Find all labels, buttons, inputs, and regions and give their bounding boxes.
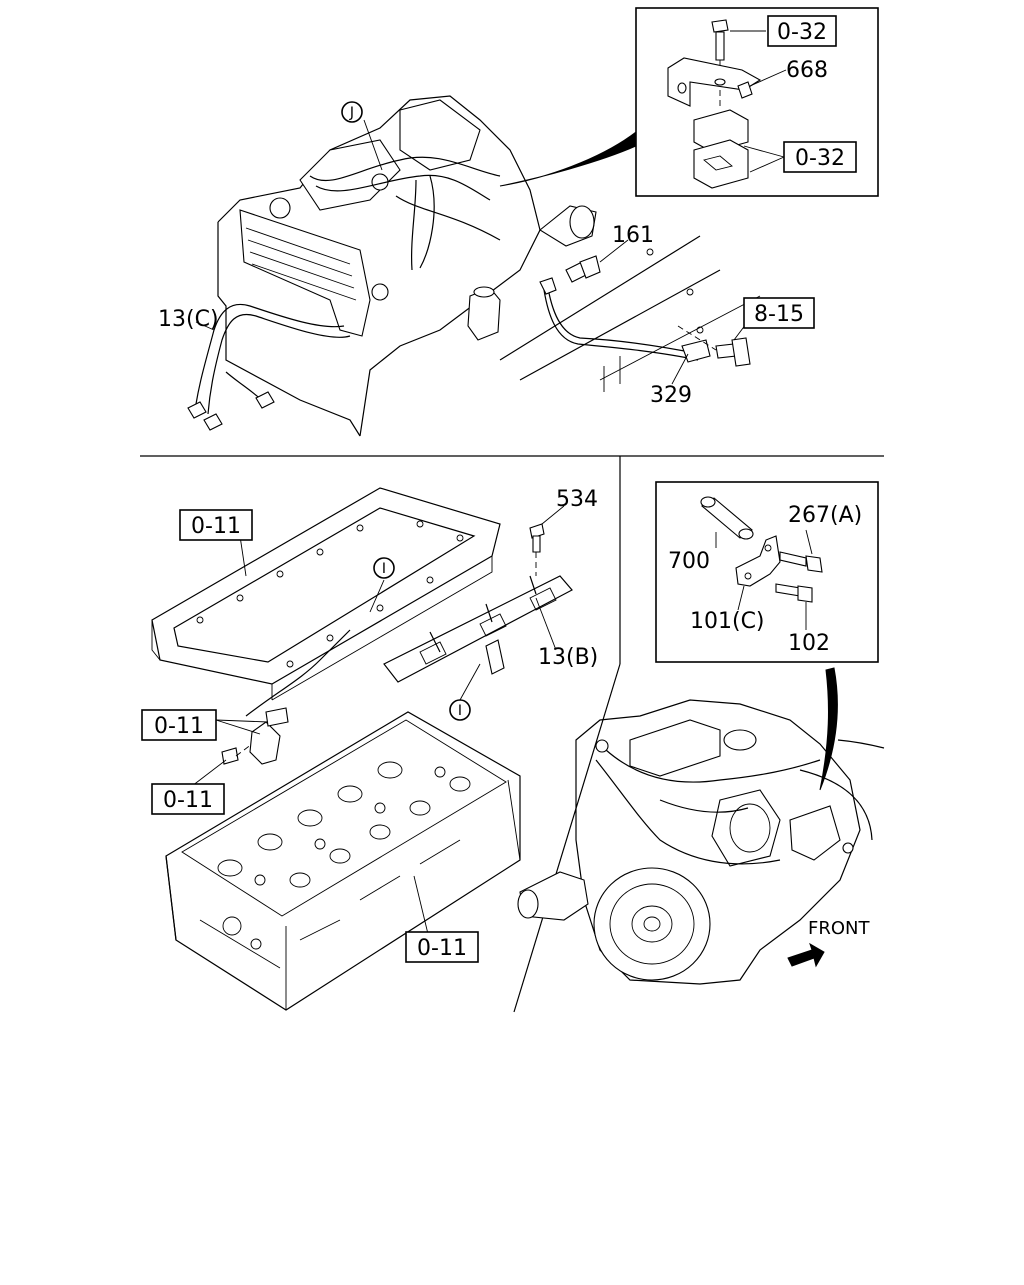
circle-ref-i-lower[interactable]: I xyxy=(449,699,471,721)
front-label: FRONT xyxy=(808,918,870,939)
circle-ref-j[interactable]: J xyxy=(341,101,363,123)
ref-label-0-11-head: 0-11 xyxy=(417,936,467,961)
bolt-161 xyxy=(565,255,601,283)
ref-box-0-11-head[interactable]: 0-11 xyxy=(405,931,479,963)
part-number-700: 700 xyxy=(668,549,710,574)
part-number-534: 534 xyxy=(556,487,598,512)
circle-ref-i-upper-label: I xyxy=(382,561,386,577)
ref-label-0-11-bolt: 0-11 xyxy=(163,788,213,813)
part-number-267a: 267(A) xyxy=(788,503,862,528)
ref-box-0-32-mid[interactable]: 0-32 xyxy=(783,141,857,173)
circle-ref-j-label: J xyxy=(349,105,354,121)
top-engine-illustration xyxy=(187,95,761,437)
part-number-101c: 101(C) xyxy=(690,609,765,634)
leader-lines xyxy=(191,30,813,935)
part-number-329: 329 xyxy=(650,383,692,408)
ref-label-0-11-gasket: 0-11 xyxy=(191,514,241,539)
vertical-divider-lower xyxy=(513,663,621,1013)
inset-spacer-detail xyxy=(655,481,879,663)
front-engine-illustration xyxy=(517,667,885,985)
front-arrow-icon xyxy=(787,942,825,968)
circle-ref-i-upper[interactable]: I xyxy=(373,557,395,579)
bolt-8-15-illustration xyxy=(715,337,751,367)
ref-box-0-32-top[interactable]: 0-32 xyxy=(767,15,837,47)
part-number-668: 668 xyxy=(786,58,828,83)
part-number-102: 102 xyxy=(788,631,830,656)
cylinder-head-illustration xyxy=(151,487,573,1011)
ref-label-8-15: 8-15 xyxy=(754,302,804,327)
ref-box-0-11-sensor[interactable]: 0-11 xyxy=(141,709,217,741)
part-number-13b: 13(B) xyxy=(538,645,598,670)
part-number-13c: 13(C) xyxy=(158,307,219,332)
ref-label-0-32-mid: 0-32 xyxy=(795,146,845,171)
ref-box-8-15[interactable]: 8-15 xyxy=(743,297,815,329)
part-number-161: 161 xyxy=(612,223,654,248)
ref-box-0-11-bolt[interactable]: 0-11 xyxy=(151,783,225,815)
circle-ref-i-lower-label: I xyxy=(458,703,462,719)
ref-label-0-32-top: 0-32 xyxy=(777,20,827,45)
ref-box-0-11-gasket[interactable]: 0-11 xyxy=(179,509,253,541)
ref-label-0-11-sensor: 0-11 xyxy=(154,714,204,739)
